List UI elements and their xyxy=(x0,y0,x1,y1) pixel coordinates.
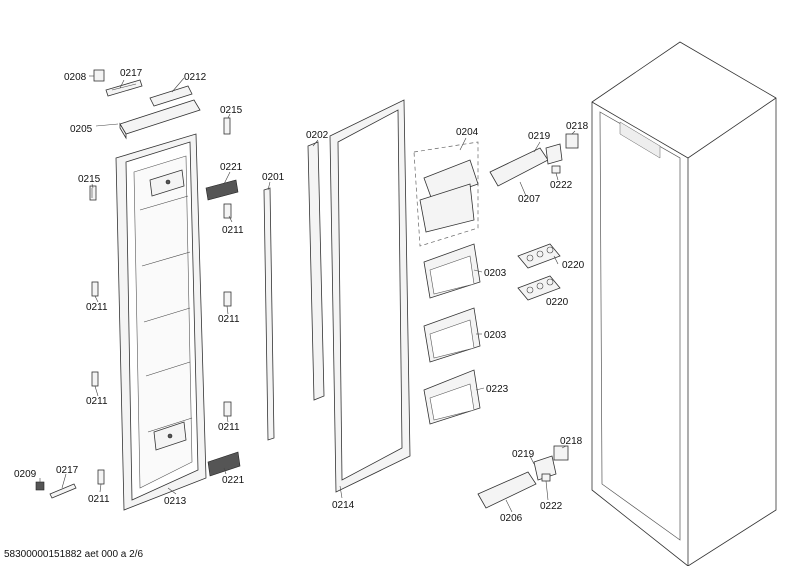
label-0221-bottom: 0221 xyxy=(222,475,245,486)
part-0205 xyxy=(119,99,201,140)
egg-tray-0220-top xyxy=(517,243,561,269)
label-0220-top: 0220 xyxy=(562,260,585,271)
bracket-0211-right-1 xyxy=(223,203,232,219)
label-0215-right: 0215 xyxy=(220,105,243,116)
label-0219-bottom: 0219 xyxy=(512,449,535,460)
label-0202: 0202 xyxy=(306,130,329,141)
leader-lines xyxy=(39,75,576,513)
part-labels: 0208 0217 0212 0205 0215 0215 0221 0211 … xyxy=(14,68,589,524)
bin-0203-lower xyxy=(423,307,481,363)
label-0218-top: 0218 xyxy=(566,121,589,132)
label-0222-top: 0222 xyxy=(550,180,573,191)
bracket-0211-left-2 xyxy=(91,371,99,387)
document-footer-code: 58300000151882 aet 000 a 2/6 xyxy=(4,549,143,560)
bracket-0215-left xyxy=(89,185,97,201)
label-0223: 0223 xyxy=(486,384,509,395)
bracket-0211-left-1 xyxy=(91,281,99,297)
hinge-0206 xyxy=(477,445,569,509)
strip-0201 xyxy=(263,187,275,441)
vent-0221-bottom xyxy=(207,451,241,477)
label-0218-bottom: 0218 xyxy=(560,436,583,447)
label-0211-right-3: 0211 xyxy=(218,422,240,433)
label-0221-top: 0221 xyxy=(220,162,243,173)
bracket-0211-right-2 xyxy=(223,291,232,307)
door-seal-0214 xyxy=(329,99,411,493)
label-0214: 0214 xyxy=(332,500,355,511)
bin-0204 xyxy=(413,141,479,247)
part-0212 xyxy=(149,85,193,107)
label-0211-right-1: 0211 xyxy=(222,225,244,236)
label-0211-left-2: 0211 xyxy=(86,396,108,407)
label-0222-bottom: 0222 xyxy=(540,501,563,512)
label-0215-left: 0215 xyxy=(78,174,101,185)
label-0207: 0207 xyxy=(518,194,541,205)
label-0211-right-2: 0211 xyxy=(218,314,240,325)
label-0220-bottom: 0220 xyxy=(546,297,569,308)
label-0217-top: 0217 xyxy=(120,68,143,79)
bracket-0215-right xyxy=(223,117,231,135)
rail-0202 xyxy=(307,141,325,401)
bracket-0211-left-3 xyxy=(97,469,105,485)
part-0209 xyxy=(35,481,45,491)
label-0201: 0201 xyxy=(262,172,285,183)
part-0217-top xyxy=(105,79,143,97)
label-0211-left-3: 0211 xyxy=(88,494,110,505)
label-0204: 0204 xyxy=(456,127,479,138)
bin-0223 xyxy=(423,369,481,425)
label-0206: 0206 xyxy=(500,513,523,524)
part-0208 xyxy=(93,69,105,82)
door-frame-0213 xyxy=(115,133,207,511)
label-0203-lower: 0203 xyxy=(484,330,507,341)
label-0213: 0213 xyxy=(164,496,187,507)
label-0205: 0205 xyxy=(70,124,93,135)
label-0211-left-1: 0211 xyxy=(86,302,108,313)
label-0212: 0212 xyxy=(184,72,207,83)
label-0208: 0208 xyxy=(64,72,87,83)
vent-0221-top xyxy=(205,179,239,201)
bracket-0211-right-3 xyxy=(223,401,232,417)
bin-0203-upper xyxy=(423,243,481,299)
part-0217-bottom xyxy=(49,483,77,499)
cabinet-housing xyxy=(591,41,777,566)
label-0209: 0209 xyxy=(14,469,37,480)
egg-tray-0220-bottom xyxy=(517,275,561,301)
label-0203-upper: 0203 xyxy=(484,268,507,279)
label-0217-bottom: 0217 xyxy=(56,465,79,476)
label-0219-top: 0219 xyxy=(528,131,551,142)
